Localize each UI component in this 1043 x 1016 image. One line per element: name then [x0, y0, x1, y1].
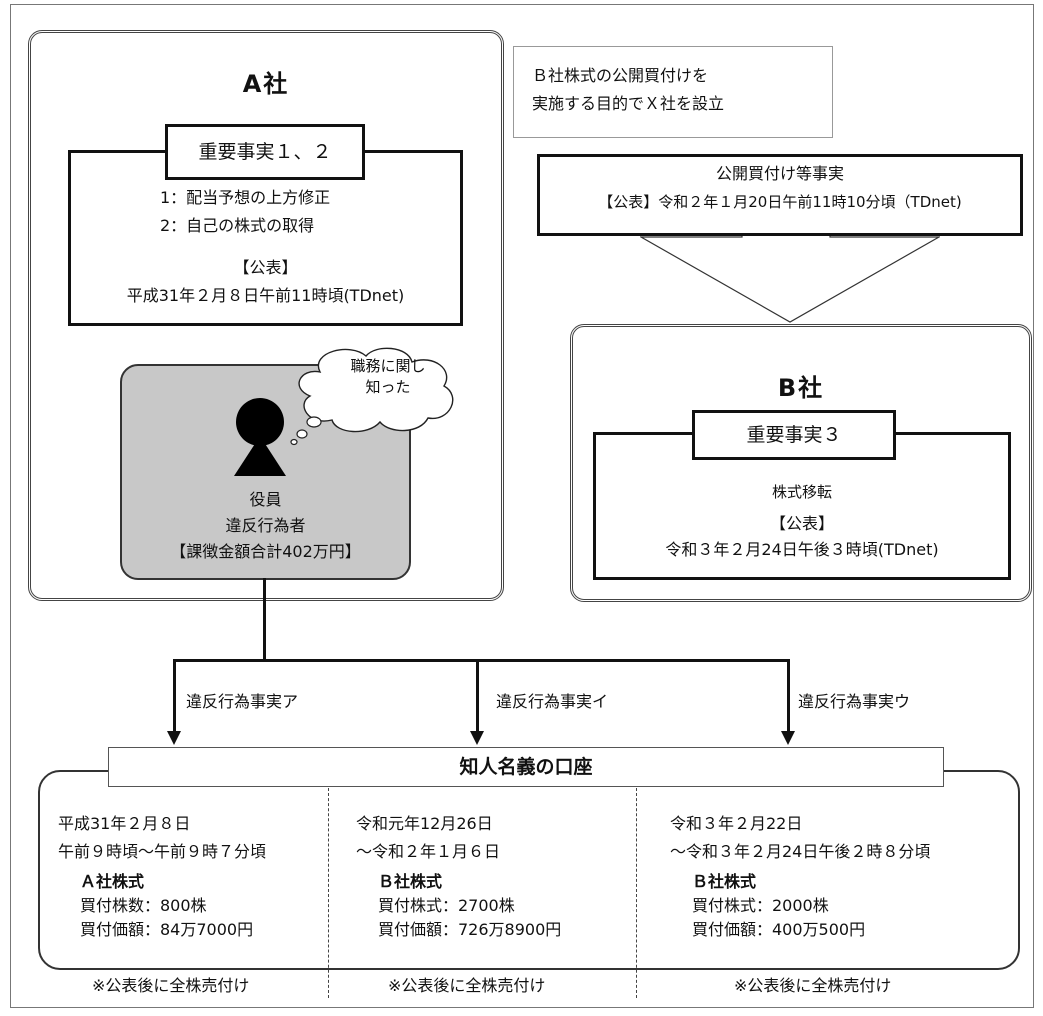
tender-offer-box: [537, 154, 1023, 236]
col-a-line2: 買付価額：84万7000円: [80, 920, 254, 939]
company-a-fact-1: 1：配当予想の上方修正: [160, 188, 331, 207]
officer-penalty: 【課徴金額合計402万円】: [170, 542, 361, 561]
violation-i-label: 違反行為事実イ: [496, 692, 609, 711]
officer-role: 役員: [249, 490, 282, 509]
company-a-announce-time: 平成31年２月８日午前11時頃(TDnet): [126, 286, 405, 305]
down-arrow-outline: [640, 226, 940, 323]
connector-drop-i: [476, 659, 479, 731]
connector-horizontal: [173, 659, 790, 662]
account-column-a: 平成31年２月８日 午前９時頃〜午前９時７分頃 Ａ社株式 買付株数：800株 買…: [58, 812, 326, 942]
company-b-announce-label: 【公表】: [769, 514, 834, 533]
company-a-material-fact-label: 重要事実１、２: [165, 124, 365, 180]
violation-u-label: 違反行為事実ウ: [798, 692, 911, 711]
col-i-line1: 買付株式：2700株: [378, 896, 515, 915]
connector-vertical: [263, 578, 266, 662]
col-i-stock: Ｂ社株式: [378, 872, 443, 891]
company-b-title: B社: [777, 374, 825, 402]
col-a-stock: Ａ社株式: [80, 872, 145, 891]
account-column-u: 令和３年２月22日 〜令和３年２月24日午後２時８分頃 Ｂ社株式 買付株式：20…: [670, 812, 1010, 942]
company-b-fact: 株式移転: [771, 483, 832, 501]
col-u-stock: Ｂ社株式: [692, 872, 757, 891]
col-a-date2: 午前９時頃〜午前９時７分頃: [58, 842, 267, 861]
violation-a-label: 違反行為事実ア: [186, 692, 299, 711]
x-company-note-line-1: Ｂ社株式の公開買付けを: [532, 66, 709, 85]
col-i-date1: 令和元年12月26日: [356, 814, 493, 833]
col-u-line2: 買付価額：400万500円: [692, 920, 866, 939]
account-title: 知人名義の口座: [459, 756, 593, 778]
company-b-announce-time: 令和３年２月24日午後３時頃(TDnet): [665, 540, 939, 559]
col-u-date1: 令和３年２月22日: [670, 814, 803, 833]
col-u-note: ※公表後に全株売付け: [734, 976, 892, 995]
company-b-material-fact-label: 重要事実３: [692, 410, 896, 460]
col-a-date1: 平成31年２月８日: [58, 814, 191, 833]
account-divider-2: [636, 788, 637, 998]
thought-line-2: 知った: [365, 378, 411, 396]
col-i-line2: 買付価額：726万8900円: [378, 920, 562, 939]
account-column-i: 令和元年12月26日 〜令和２年１月６日 Ｂ社株式 買付株式：2700株 買付価…: [356, 812, 632, 942]
person-icon: [234, 398, 286, 476]
col-a-line1: 買付株数：800株: [80, 896, 207, 915]
col-i-note: ※公表後に全株売付け: [388, 976, 546, 995]
company-a-announce-label: 【公表】: [233, 258, 298, 277]
x-company-note-line-2: 実施する目的でＸ社を設立: [532, 94, 725, 113]
company-a-title: A社: [242, 70, 290, 98]
officer-status: 違反行為者: [225, 516, 306, 535]
col-u-date2: 〜令和３年２月24日午後２時８分頃: [670, 842, 931, 861]
arrow-a-icon: [167, 731, 181, 745]
tender-offer-announce: 【公表】令和２年１月20日午前11時10分頃（TDnet): [598, 193, 962, 211]
account-banner: 知人名義の口座: [108, 747, 944, 787]
tender-offer-label: 公開買付け等事実: [715, 164, 844, 183]
diagram-frame: [10, 4, 1034, 1008]
col-u-line1: 買付株式：2000株: [692, 896, 829, 915]
arrow-i-icon: [470, 731, 484, 745]
connector-drop-u: [787, 659, 790, 731]
connector-drop-a: [173, 659, 176, 731]
account-box: [38, 770, 1020, 970]
company-a-fact-2: 2：自己の株式の取得: [160, 216, 315, 235]
thought-line-1: 職務に関し: [350, 357, 426, 375]
col-i-date2: 〜令和２年１月６日: [356, 842, 501, 861]
thought-cloud-icon: [290, 347, 454, 446]
account-divider-1: [328, 788, 329, 998]
col-a-note: ※公表後に全株売付け: [92, 976, 250, 995]
x-company-note-box: [513, 46, 833, 138]
arrow-u-icon: [781, 731, 795, 745]
